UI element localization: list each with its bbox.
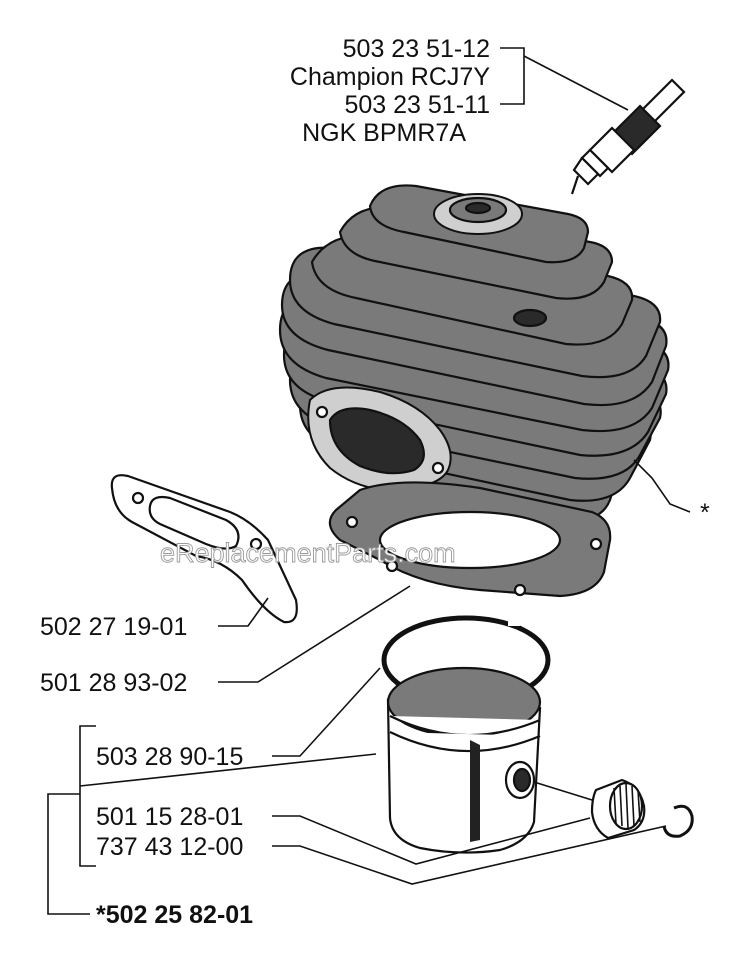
label-gasket-exhaust: 502 27 19-01 bbox=[40, 613, 187, 641]
watermark-text: eReplacementParts.com bbox=[160, 538, 456, 568]
base-gasket bbox=[328, 481, 612, 598]
label-spark-plug-2-brand: NGK BPMR7A bbox=[302, 119, 466, 147]
label-asterisk: * bbox=[700, 499, 710, 527]
piston bbox=[386, 666, 542, 854]
label-spark-plug-2: 503 23 51-11 bbox=[345, 91, 491, 119]
circlip bbox=[662, 804, 694, 838]
label-piston-ring: 503 28 90-15 bbox=[96, 743, 243, 771]
label-needle-bearing: 501 15 28-01 bbox=[96, 803, 243, 831]
label-gasket-base: 501 28 93-02 bbox=[40, 669, 187, 697]
label-spark-plug-1-brand: Champion RCJ7Y bbox=[290, 63, 490, 91]
label-kit: *502 25 82-01 bbox=[96, 901, 253, 929]
label-spark-plug-1: 503 23 51-12 bbox=[343, 35, 490, 63]
cylinder bbox=[278, 184, 670, 562]
leader-lines bbox=[47, 47, 691, 915]
label-circlip: 737 43 12-00 bbox=[96, 833, 243, 861]
spark-plug bbox=[570, 78, 686, 195]
exhaust-gasket bbox=[110, 474, 298, 624]
needle-bearing bbox=[590, 778, 646, 840]
